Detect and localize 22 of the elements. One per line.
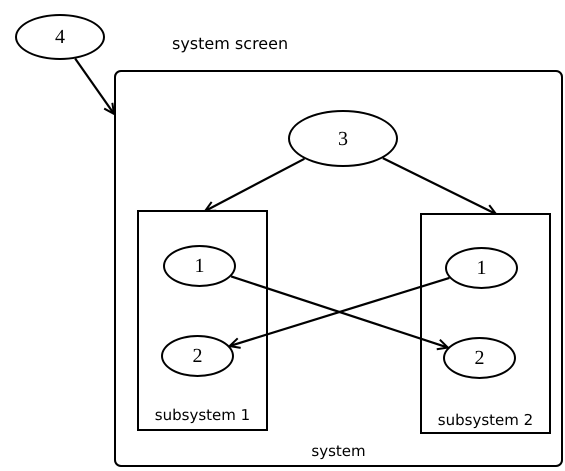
ellipse-node <box>443 337 516 379</box>
node-number: 1 <box>476 258 486 278</box>
arrow <box>382 157 497 216</box>
system-frame <box>114 70 563 467</box>
box-caption: subsystem 1 <box>154 408 252 423</box>
subsystem-box <box>137 210 268 431</box>
arrow <box>204 158 305 212</box>
screen-label: system screen <box>172 36 288 52</box>
node-number: 2 <box>192 346 202 366</box>
node-number: 2 <box>474 348 484 368</box>
node-number: 4 <box>55 27 65 47</box>
subsystem-box <box>420 213 551 434</box>
ellipse-node <box>445 247 518 289</box>
ellipse-node <box>161 335 234 377</box>
arrow <box>74 58 115 115</box>
node-number: 1 <box>194 256 204 276</box>
ellipse-node <box>15 14 105 60</box>
node-number: 3 <box>338 128 348 148</box>
box-caption: system <box>310 444 367 459</box>
ellipse-node <box>288 110 398 167</box>
ellipse-node <box>163 245 236 287</box>
box-caption: subsystem 2 <box>436 413 534 428</box>
